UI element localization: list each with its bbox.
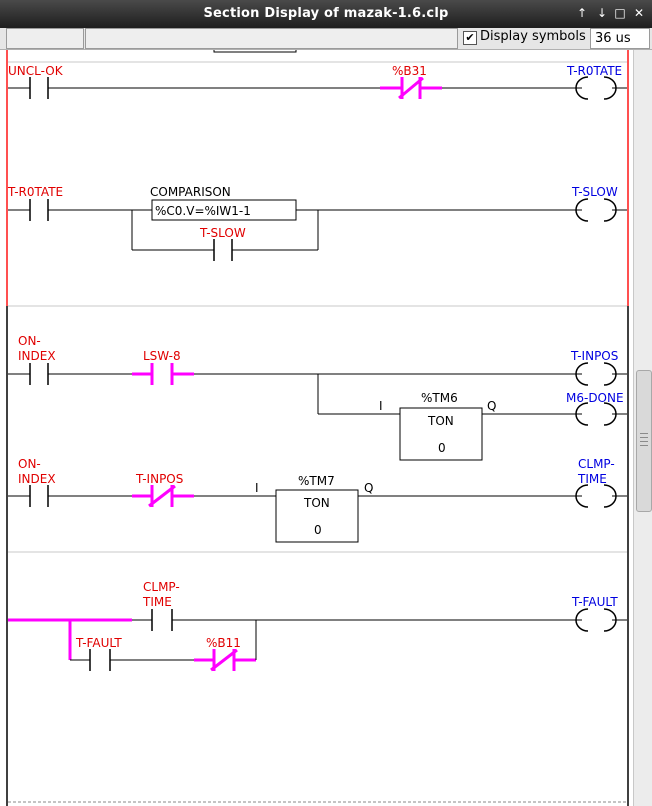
coil-icon (575, 198, 589, 222)
coil-label: T-SLOW (571, 185, 618, 199)
timer-block (275, 489, 359, 543)
timer-input-label: I (379, 399, 383, 413)
contact-label-line2: TIME (142, 595, 172, 609)
grip-line (640, 433, 648, 434)
contact-label-line1: ON- (18, 457, 41, 471)
coil-icon (575, 402, 589, 426)
rung-3[interactable]: ON- INDEX LSW-8 T-INPOS I %TM6 TON 0 Q M… (8, 334, 627, 461)
keep-above-icon[interactable]: ↑ (576, 6, 588, 20)
rung-1[interactable]: UNCL-OK %B31 T-R0TATE (8, 64, 627, 100)
timer-preset: 0 (314, 523, 322, 537)
scrollbar-thumb[interactable] (636, 370, 652, 512)
title-bar: Section Display of mazak-1.6.clp ↑ ↓ □ ✕ (0, 0, 652, 28)
timer-output-label: Q (487, 399, 496, 413)
timer-output-label: Q (364, 481, 373, 495)
coil-label-line1: CLMP- (578, 457, 615, 471)
contact-label: UNCL-OK (8, 64, 64, 78)
timer-name: %TM7 (298, 474, 335, 488)
status-field-left (6, 28, 84, 49)
contact-label-line1: ON- (18, 334, 41, 348)
contact-label-line2: INDEX (18, 472, 56, 486)
contact-label: T-SLOW (199, 226, 246, 240)
timer-type: TON (427, 414, 454, 428)
window-title: Section Display of mazak-1.6.clp (203, 6, 449, 21)
contact-label-line2: INDEX (18, 349, 56, 363)
display-symbols-checkbox[interactable]: ✔ (463, 31, 477, 45)
timer-block (399, 407, 483, 461)
status-field-center (85, 28, 458, 49)
coil-icon (575, 362, 589, 386)
coil-icon (575, 76, 589, 100)
contact-label: T-R0TATE (7, 185, 63, 199)
coil-label: T-R0TATE (566, 64, 622, 78)
contact-label: %B31 (392, 64, 427, 78)
scan-time-field: 36 us (590, 28, 650, 49)
coil-label: M6-DONE (566, 391, 624, 405)
coil-label: T-FAULT (571, 595, 618, 609)
timer-preset: 0 (438, 441, 446, 455)
contact-label-line1: CLMP- (143, 580, 180, 594)
coil-label-line2: TIME (577, 472, 607, 486)
display-symbols-label: Display symbols (480, 29, 586, 44)
rung-5[interactable]: CLMP- TIME T-FAULT %B11 T-FAULT (8, 580, 627, 672)
contact-label: %B11 (206, 636, 241, 650)
toolbar: ✔ Display symbols 36 us (0, 28, 652, 50)
timer-input-label: I (255, 481, 259, 495)
contact-label: T-FAULT (75, 636, 122, 650)
maximize-icon[interactable]: □ (614, 6, 626, 20)
ladder-diagram: UNCL-OK %B31 T-R0TATE T-R0TATE COMPARISO… (6, 50, 629, 806)
minimize-icon[interactable]: ↓ (596, 6, 608, 20)
coil-icon (575, 608, 589, 632)
grip-line (640, 437, 648, 438)
rung-2[interactable]: T-R0TATE COMPARISON %C0.V=%IW1-1 T-SLOW … (7, 185, 627, 261)
comparison-expression: %C0.V=%IW1-1 (155, 204, 251, 218)
timer-name: %TM6 (421, 391, 458, 405)
grip-line (640, 445, 648, 446)
coil-label: T-INPOS (570, 349, 618, 363)
contact-label: T-INPOS (135, 472, 183, 486)
contact-label: LSW-8 (143, 349, 181, 363)
grip-line (640, 441, 648, 442)
vertical-scrollbar[interactable] (633, 50, 652, 806)
close-icon[interactable]: ✕ (633, 6, 645, 20)
coil-icon (575, 484, 589, 508)
comparison-header: COMPARISON (150, 185, 231, 199)
rung-4[interactable]: ON- INDEX T-INPOS I %TM7 TON 0 Q CLMP- T… (8, 457, 627, 543)
timer-type: TON (303, 496, 330, 510)
previous-rung-block (213, 50, 297, 53)
